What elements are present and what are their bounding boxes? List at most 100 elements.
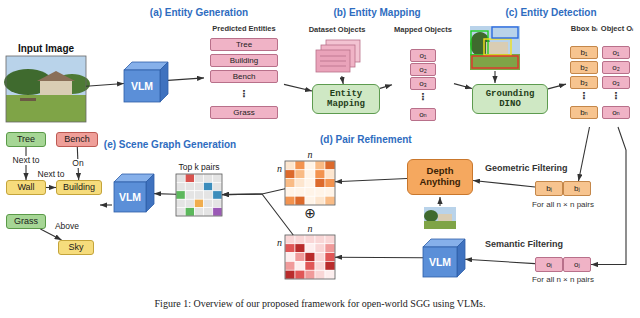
small-photo-tree <box>424 210 438 222</box>
matrix-cell <box>315 187 325 196</box>
graph-node-text: Grass <box>14 217 38 226</box>
graph-node-text: Sky <box>68 243 83 252</box>
photo-building <box>40 80 72 95</box>
dataset-sheet <box>316 50 350 72</box>
bbox <box>472 56 518 68</box>
edge-label: Above <box>54 222 80 231</box>
panel-title: (a) Entity Generation <box>150 7 248 19</box>
image-title: Input Image <box>18 43 74 55</box>
stage-panel: (e) Scene Graph GenerationVLMTop k pairs <box>108 152 232 226</box>
connector <box>222 194 293 235</box>
matrix-heading: Top k pairs <box>178 163 219 172</box>
entity-cell: b₁ <box>570 46 598 59</box>
matrix-cell <box>315 270 325 279</box>
detection-grass <box>470 54 520 70</box>
input-image: Input Image <box>6 56 86 122</box>
matrix-cell <box>325 270 335 279</box>
vlm-cube: VLM <box>114 174 154 212</box>
flow-arrow <box>494 71 495 83</box>
matrix-cell <box>305 196 315 205</box>
graph-node: Building <box>56 180 102 195</box>
matrix-cell <box>194 208 203 216</box>
entity-cell: oₙ <box>602 106 630 119</box>
dataset-stack: Dataset Objects <box>302 24 372 76</box>
matrix-cell <box>295 244 305 253</box>
annotation: ⋮ <box>239 88 249 100</box>
connector <box>168 78 204 81</box>
matrix-cell <box>295 253 305 262</box>
model-name: Entity Mapping <box>315 89 377 110</box>
matrix-cell <box>295 196 305 205</box>
cell-text: bⱼ <box>574 185 580 193</box>
vlm-cube: VLM <box>124 62 168 102</box>
matrix-cell <box>185 182 194 190</box>
matrix-cell <box>305 235 315 244</box>
cell-text: o₁ <box>419 52 426 60</box>
detection-photo <box>470 26 520 70</box>
model-name: VLM <box>119 191 141 203</box>
cell-text: Building <box>230 57 258 65</box>
matrix-cell <box>194 199 203 207</box>
matrix-cell <box>285 261 295 270</box>
matrix-cell <box>204 182 213 190</box>
score-matrix: Top k pairs <box>176 174 222 216</box>
graph-node-text: Tree <box>17 135 35 144</box>
semantic-matrix <box>285 235 335 279</box>
matrix-cell <box>213 199 222 207</box>
matrix-cell <box>315 161 325 170</box>
matrix-cell <box>295 261 305 270</box>
cell-text: o₁ <box>612 49 619 57</box>
matrix-cell <box>185 208 194 216</box>
connector <box>284 84 312 91</box>
matrix-cell <box>176 191 185 199</box>
matrix-cell <box>295 235 305 244</box>
matrix-cell <box>305 244 315 253</box>
matrix-cell <box>315 261 325 270</box>
cube-side <box>160 62 168 102</box>
entity-list: Predicted EntitiesTreeBuildingBenchGrass <box>204 23 284 127</box>
cell-text: oₙ <box>419 111 427 119</box>
model-box: Entity Mapping <box>312 84 380 114</box>
top-k-matrix <box>176 174 222 216</box>
dataset-line <box>320 61 346 62</box>
annotation: ⋮ <box>611 90 621 102</box>
matrix-cell <box>295 187 305 196</box>
matrix-cell <box>295 270 305 279</box>
dimension-label: n <box>308 149 313 160</box>
matrix-cell <box>325 161 335 170</box>
entity-cell: Building <box>210 54 278 67</box>
annotation: ⋮ <box>579 90 589 102</box>
cell-text: Tree <box>236 41 252 49</box>
matrix-cell <box>285 187 295 196</box>
matrix-cell <box>305 179 315 188</box>
entity-cell: o₁ <box>410 49 436 62</box>
edge-label: Next to <box>37 170 66 179</box>
flow-arrow <box>100 204 112 205</box>
graph-node: Bench <box>56 132 98 147</box>
small-photo-grass <box>424 221 456 229</box>
matrix-cell <box>315 179 325 188</box>
matrix-cell <box>295 179 305 188</box>
annotation: ⋮ <box>418 91 428 103</box>
matrix-cell <box>305 161 315 170</box>
score-matrix: nn <box>285 235 335 279</box>
entity-cell: o₃ <box>410 77 436 90</box>
connector <box>335 257 423 259</box>
stage-panel: (c) Entity DetectionGrounding DINOBbox b… <box>464 20 638 130</box>
matrix-cell <box>315 253 325 262</box>
entity-cell: Bench <box>210 70 278 83</box>
detection-building <box>486 42 508 54</box>
annotation: For all n × n pairs <box>532 275 594 284</box>
annotation: Semantic Filtering <box>485 239 563 249</box>
connector <box>342 76 343 84</box>
matrix-cell <box>305 261 315 270</box>
connector <box>86 84 124 87</box>
matrix-cell <box>185 174 194 182</box>
cube-front <box>124 70 160 102</box>
matrix-frame <box>285 161 335 205</box>
annotation: Geometric Filtering <box>485 163 568 173</box>
matrix-cell <box>285 270 295 279</box>
cube-front <box>114 182 146 212</box>
connector <box>465 259 535 263</box>
